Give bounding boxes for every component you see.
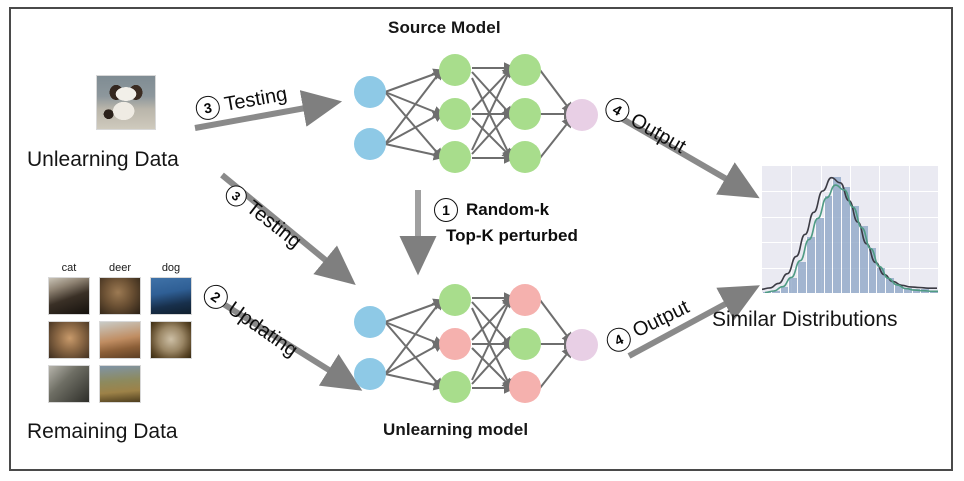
histogram-bar: [902, 288, 912, 293]
histogram-bar: [885, 278, 894, 293]
unlearning-model-title: Unlearning model: [383, 420, 529, 439]
histogram-bar: [867, 248, 877, 293]
histogram-bar: [806, 237, 815, 293]
histogram-bar: [841, 186, 850, 293]
histogram-bar: [894, 284, 903, 293]
grid-column-label-dog: dog: [161, 262, 181, 274]
grid-column-label-deer: deer: [108, 262, 132, 274]
step-label-text-line1: Random-k: [466, 200, 550, 219]
unlearning-data-label: Unlearning Data: [27, 148, 179, 171]
step-label-text-line2: Top-K perturbed: [446, 226, 578, 245]
histogram-bar: [850, 205, 859, 293]
histogram-gridline-h: [762, 191, 938, 193]
unlearning-data-thumbnail: [96, 75, 156, 130]
remaining-thumb: [48, 321, 90, 359]
histogram-bar: [814, 217, 824, 293]
source-model-title: Source Model: [388, 18, 501, 37]
histogram-bar: [797, 261, 806, 293]
step-1-perturbation: 1 Random-k Top-K perturbed: [434, 198, 578, 246]
step-number-badge: 3: [193, 94, 222, 122]
histogram-bar: [858, 226, 868, 293]
remaining-thumb: [48, 277, 90, 315]
remaining-thumb: [48, 365, 90, 403]
remaining-thumb: [99, 321, 141, 359]
similar-distributions-histogram: [762, 166, 938, 293]
similar-distributions-label: Similar Distributions: [712, 308, 898, 331]
remaining-thumb: [150, 277, 192, 315]
kde-curve-unlearning-model-kde: [764, 184, 938, 293]
histogram-bar: [832, 176, 842, 293]
histogram-bar: [911, 289, 921, 293]
histogram-bar: [823, 196, 833, 293]
histogram-bar: [788, 278, 798, 293]
remaining-thumb: [99, 277, 141, 315]
grid-column-label-cat: cat: [61, 262, 77, 274]
step-number-badge: 1: [434, 198, 458, 222]
histogram-gridline-v: [879, 166, 881, 293]
remaining-thumb: [99, 365, 141, 403]
remaining-data-grid: cat deer dog: [48, 262, 192, 403]
remaining-data-label: Remaining Data: [27, 420, 178, 443]
histogram-bar: [876, 267, 886, 293]
histogram-gridline-v: [791, 166, 793, 293]
remaining-thumb: [150, 321, 192, 359]
histogram-gridline-v: [908, 166, 910, 293]
kde-curve-source-model-kde: [762, 176, 937, 291]
histogram-kde-curves: [762, 176, 938, 293]
histogram-bar: [779, 286, 789, 293]
